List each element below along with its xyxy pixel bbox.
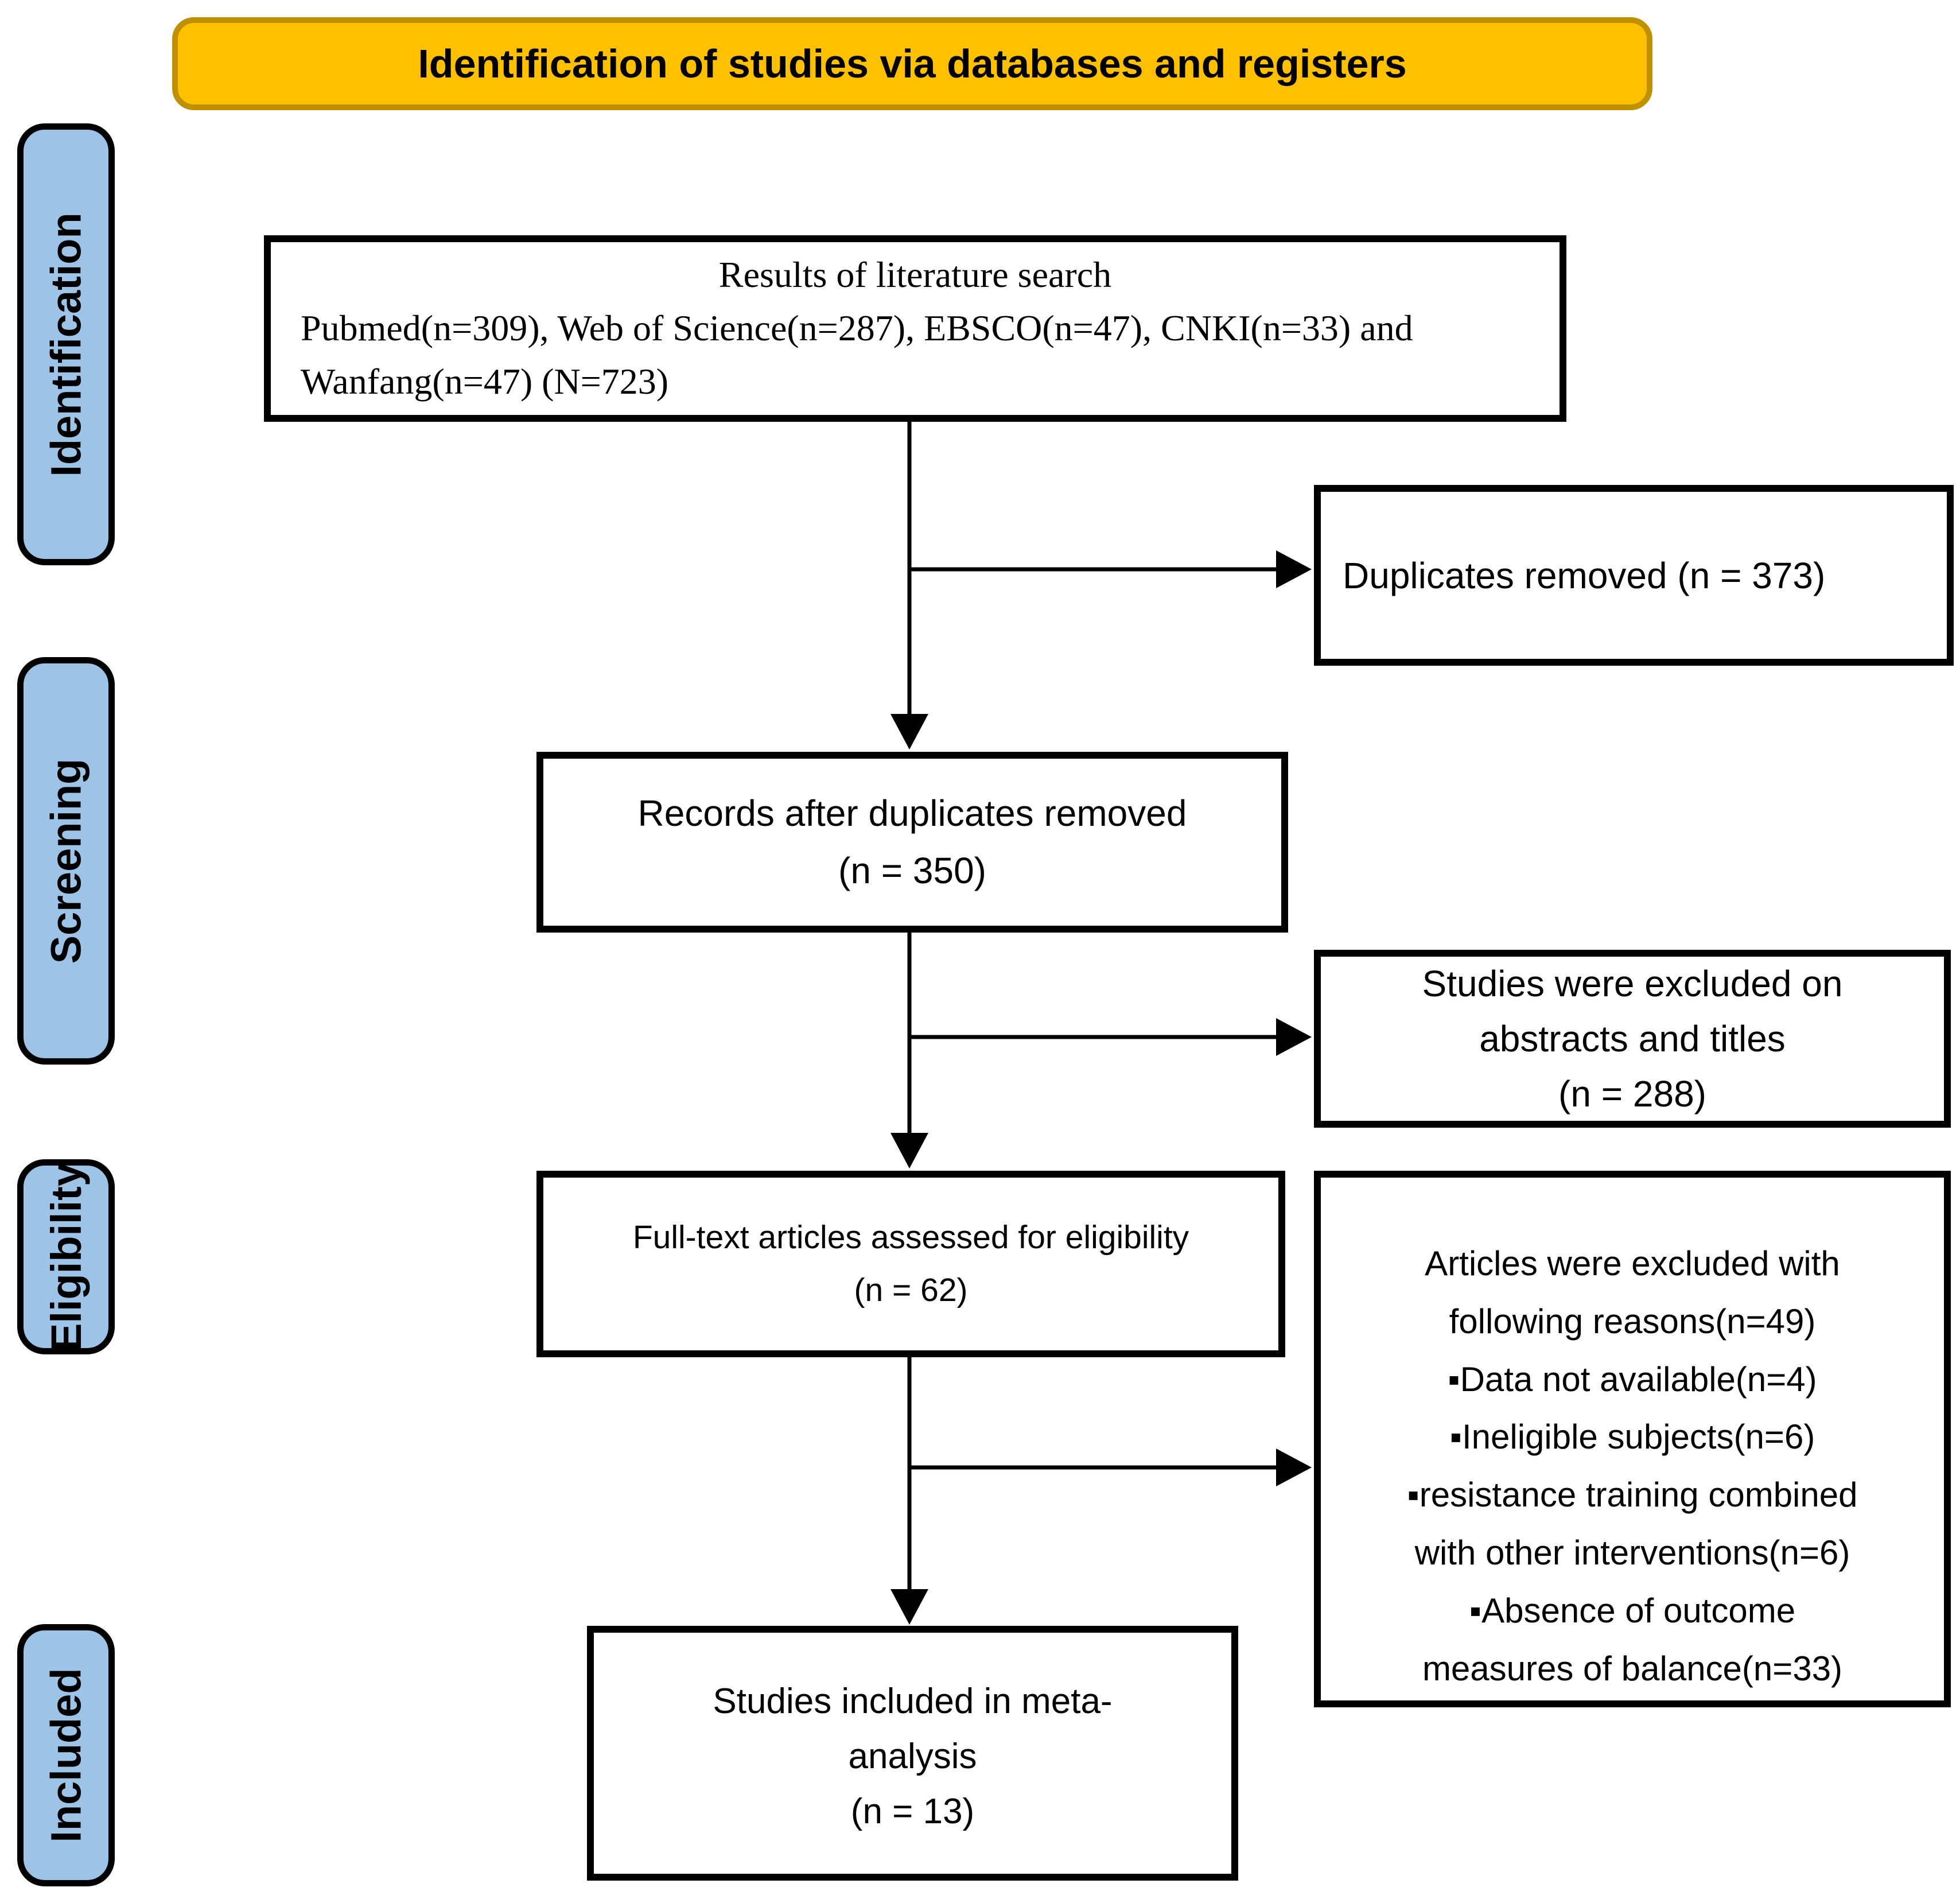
arrow-results-to-records-head	[890, 714, 928, 749]
fulltext-line-2: (n = 62)	[854, 1271, 968, 1308]
arrow-fulltext-to-included-head	[890, 1589, 928, 1625]
included-meta-line-1: Studies included in meta-	[713, 1681, 1113, 1721]
results-line-1: Results of literature search	[718, 254, 1112, 296]
results-line-3: Wanfang(n=47) (N=723)	[301, 360, 669, 402]
arrow-branch-abstracts-head	[1276, 1018, 1312, 1056]
box-included-meta-analysis: Studies included in meta- analysis (n = …	[587, 1626, 1238, 1881]
exclusion-reasons-line-4: ▪Ineligible subjects(n=6)	[1449, 1418, 1815, 1457]
stage-included: Included	[17, 1624, 115, 1886]
records-line-1: Records after duplicates removed	[637, 793, 1187, 834]
arrow-branch-reasons-head	[1276, 1448, 1312, 1486]
excluded-abstracts-line-2: abstracts and titles	[1479, 1018, 1786, 1059]
fulltext-line-1: Full-text articles assessed for eligibil…	[632, 1219, 1189, 1256]
excluded-abstracts-line-3: (n = 288)	[1558, 1073, 1706, 1114]
records-line-2: (n = 350)	[838, 849, 986, 891]
box-results-of-search: Results of literature search Pubmed(n=30…	[264, 235, 1566, 422]
box-records-after-duplicates: Records after duplicates removed (n = 35…	[536, 752, 1288, 933]
exclusion-reasons-line-1: Articles were excluded with	[1425, 1244, 1840, 1283]
exclusion-reasons-line-8: measures of balance(n=33)	[1422, 1649, 1843, 1688]
results-line-2: Pubmed(n=309), Web of Science(n=287), EB…	[301, 308, 1413, 349]
stage-screening: Screening	[17, 657, 115, 1065]
included-meta-line-2: analysis	[848, 1737, 977, 1777]
exclusion-reasons-line-6: with other interventions(n=6)	[1414, 1533, 1850, 1572]
exclusion-reasons-line-2: following reasons(n=49)	[1449, 1302, 1816, 1341]
box-excluded-abstracts-titles: Studies were excluded on abstracts and t…	[1314, 950, 1951, 1128]
arrow-branch-duplicates-head	[1276, 550, 1312, 588]
stage-identification: Identification	[17, 123, 115, 565]
diagram-title: Identification of studies via databases …	[418, 41, 1407, 86]
box-fulltext-assessed: Full-text articles assessed for eligibil…	[536, 1171, 1285, 1357]
box-exclusion-reasons: Articles were excluded with following re…	[1314, 1171, 1951, 1707]
exclusion-reasons-line-5: ▪resistance training combined	[1407, 1475, 1858, 1514]
duplicates-removed-label: Duplicates removed (n = 373)	[1343, 554, 1826, 596]
excluded-abstracts-line-1: Studies were excluded on	[1422, 963, 1843, 1004]
stage-eligibility: Eligibility	[17, 1159, 115, 1354]
arrow-records-to-fulltext-head	[890, 1133, 928, 1168]
box-duplicates-removed: Duplicates removed (n = 373)	[1314, 485, 1954, 666]
diagram-title-banner: Identification of studies via databases …	[172, 17, 1652, 110]
included-meta-line-3: (n = 13)	[850, 1792, 975, 1832]
exclusion-reasons-line-3: ▪Data not available(n=4)	[1448, 1360, 1817, 1399]
exclusion-reasons-line-7: ▪Absence of outcome	[1469, 1591, 1796, 1630]
